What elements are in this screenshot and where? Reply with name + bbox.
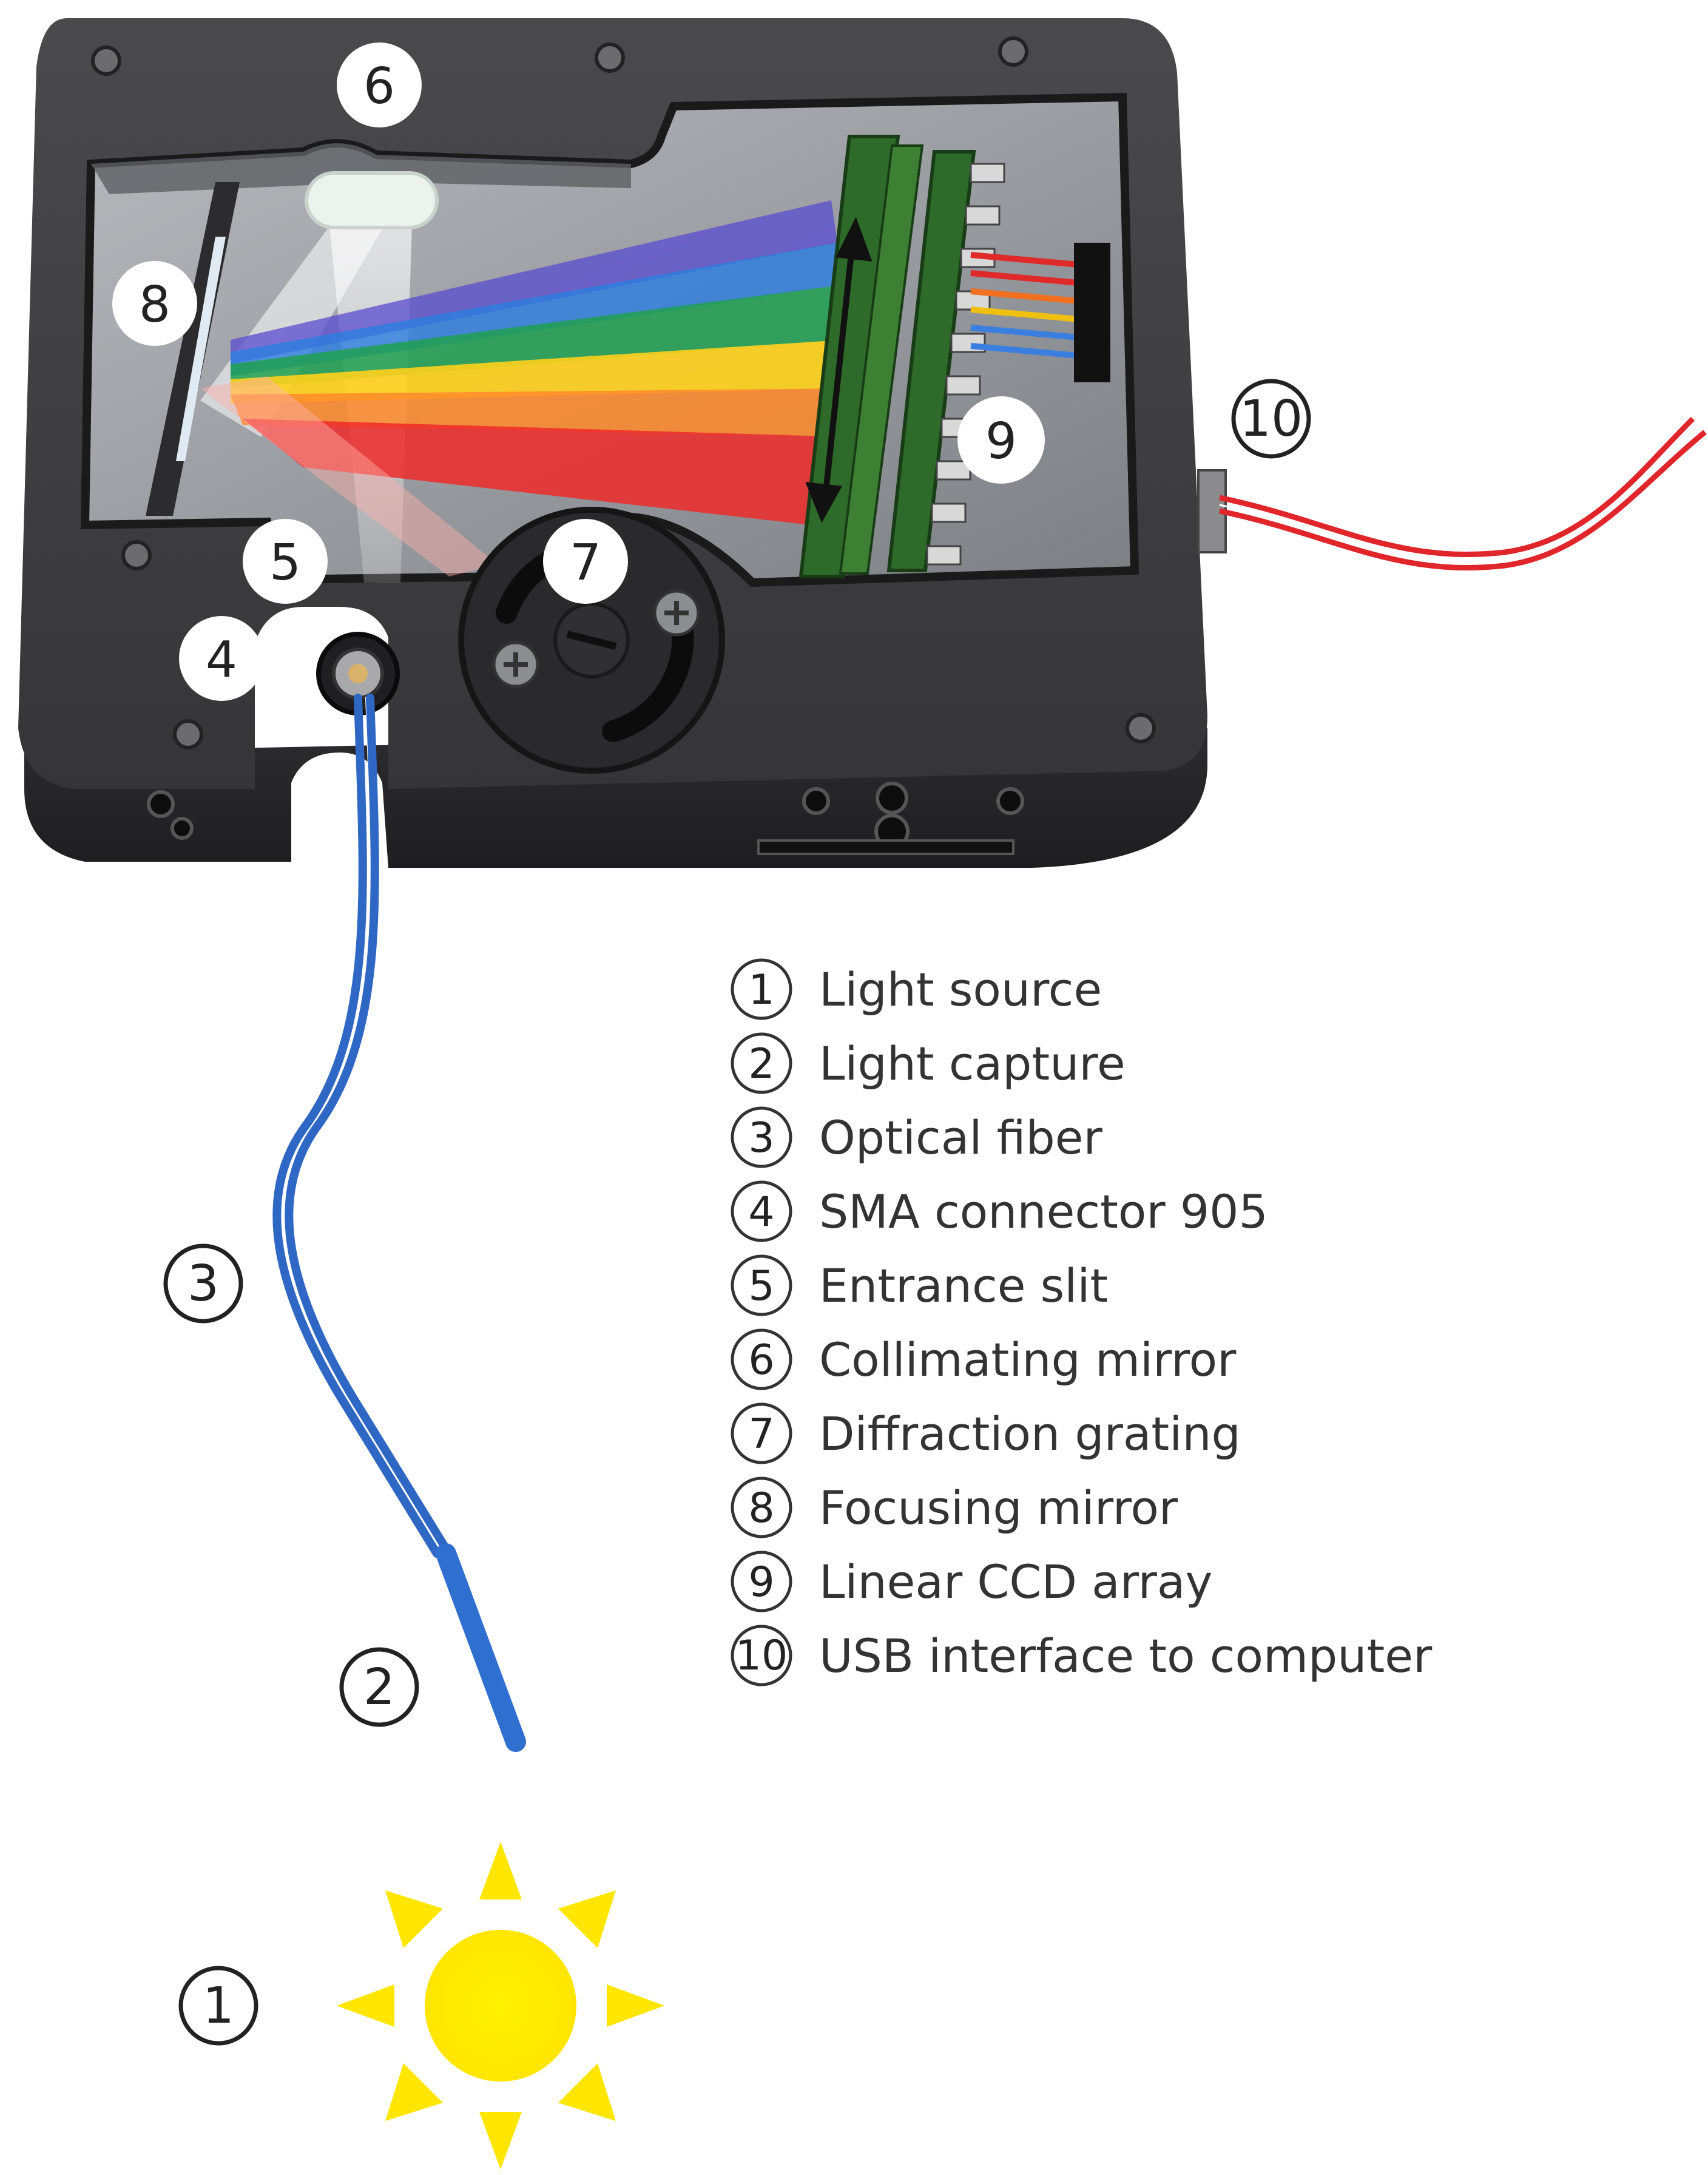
- svg-text:3: 3: [748, 1114, 774, 1162]
- callout-8: 8: [112, 261, 197, 346]
- svg-text:Focusing mirror: Focusing mirror: [819, 1481, 1178, 1535]
- callout-5: 5: [243, 519, 328, 604]
- callout-1: 1: [178, 1966, 258, 2046]
- svg-text:2: 2: [363, 1659, 395, 1716]
- svg-text:Entrance slit: Entrance slit: [819, 1259, 1108, 1313]
- sma-connector: [316, 632, 400, 715]
- legend-item: 1 Light source: [731, 958, 1102, 1020]
- svg-text:SMA connector 905: SMA connector 905: [819, 1185, 1268, 1239]
- legend-item: 6 Collimating mirror: [731, 1328, 1237, 1390]
- callout-2: 2: [339, 1647, 419, 1727]
- housing-screws: [91, 36, 1156, 749]
- svg-text:1: 1: [748, 966, 774, 1014]
- callout-3: 3: [163, 1243, 243, 1324]
- beam-violet: [231, 200, 837, 364]
- callout-7: 7: [543, 519, 628, 604]
- svg-text:USB interface to computer: USB interface to computer: [819, 1629, 1433, 1683]
- svg-text:Light source: Light source: [819, 962, 1102, 1016]
- legend-item: 5 Entrance slit: [731, 1254, 1108, 1316]
- svg-text:Light capture: Light capture: [819, 1037, 1126, 1091]
- callout-4: 4: [179, 616, 264, 701]
- svg-text:Linear CCD array: Linear CCD array: [819, 1555, 1212, 1609]
- svg-text:5: 5: [269, 534, 301, 592]
- cavity-wall-shadow: [91, 143, 631, 194]
- legend: 1 Light source 2 Light capture 3 Optical…: [731, 958, 1433, 1686]
- beam-blue: [231, 243, 840, 376]
- legend-item: 8 Focusing mirror: [731, 1476, 1178, 1538]
- svg-text:2: 2: [748, 1040, 774, 1088]
- svg-text:10: 10: [735, 1632, 788, 1680]
- focusing-mirror: [146, 182, 240, 516]
- legend-item: 7 Diffraction grating: [731, 1402, 1241, 1464]
- svg-text:4: 4: [206, 631, 237, 689]
- ccd-array: [798, 135, 1110, 578]
- beam-red: [243, 419, 846, 528]
- ccd-range-arrow: [805, 217, 873, 523]
- beam-green: [231, 285, 843, 388]
- svg-text:8: 8: [748, 1484, 774, 1532]
- legend-item: 2 Light capture: [731, 1032, 1126, 1094]
- housing-front-holes: [147, 782, 1024, 849]
- svg-text:7: 7: [748, 1410, 774, 1458]
- usb-cable: [1197, 416, 1707, 570]
- svg-text:8: 8: [139, 276, 170, 334]
- svg-text:7: 7: [570, 534, 601, 592]
- legend-item: 4 SMA connector 905: [731, 1180, 1268, 1242]
- callout-10: 10: [1231, 379, 1311, 459]
- svg-text:10: 10: [1240, 390, 1303, 448]
- legend-item: 10 USB interface to computer: [731, 1625, 1433, 1686]
- svg-text:9: 9: [748, 1558, 774, 1606]
- callout-9: 9: [957, 396, 1045, 484]
- svg-text:1: 1: [203, 1977, 234, 2035]
- svg-text:Diffraction grating: Diffraction grating: [819, 1407, 1241, 1461]
- sun-icon: [337, 1842, 664, 2170]
- svg-text:Optical fiber: Optical fiber: [819, 1111, 1102, 1165]
- svg-text:3: 3: [187, 1255, 219, 1313]
- housing-vent-grille: [757, 839, 1014, 855]
- svg-text:Collimating mirror: Collimating mirror: [819, 1333, 1237, 1387]
- svg-text:9: 9: [985, 413, 1017, 470]
- svg-text:5: 5: [748, 1262, 774, 1310]
- beam-yellow: [231, 340, 843, 404]
- callout-6: 6: [337, 42, 422, 127]
- legend-item: 3 Optical fiber: [731, 1106, 1102, 1168]
- svg-text:6: 6: [748, 1336, 774, 1384]
- svg-text:4: 4: [748, 1188, 774, 1236]
- legend-item: 9 Linear CCD array: [731, 1551, 1212, 1612]
- svg-text:6: 6: [363, 58, 395, 115]
- beam-return: [200, 376, 498, 577]
- light-beams: [200, 200, 846, 583]
- optical-fiber: [272, 694, 453, 1558]
- light-capture-probe: [436, 1543, 526, 1752]
- diffraction-grating: [458, 507, 725, 774]
- collimating-mirror: [305, 171, 439, 229]
